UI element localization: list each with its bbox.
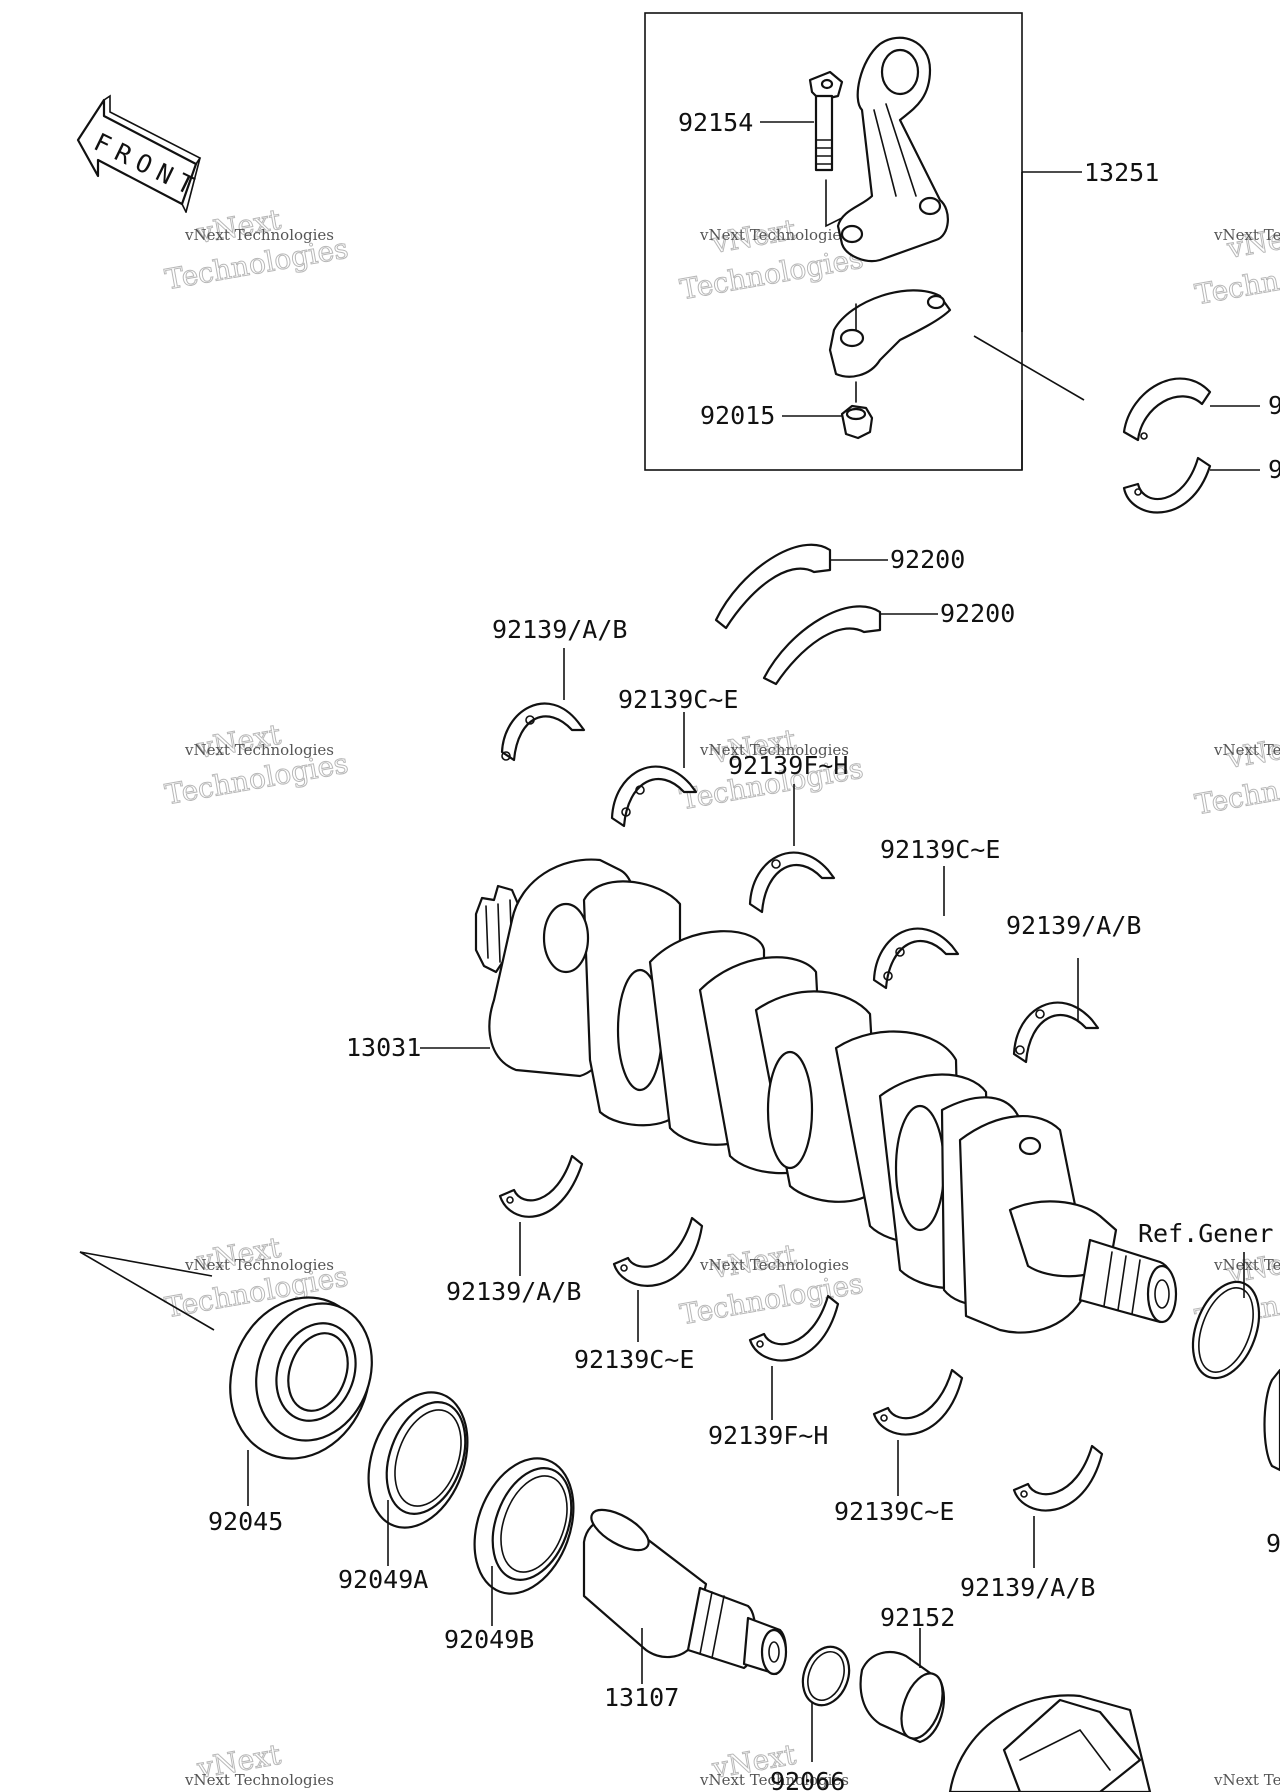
label-edge-top: 9 xyxy=(1268,391,1280,420)
label-92139ab-bottom[interactable]: 92139/A/B xyxy=(960,1573,1095,1602)
leader-rod-bearing xyxy=(973,335,1085,401)
label-92154[interactable]: 92154 xyxy=(678,108,753,137)
output-shaft xyxy=(582,1508,788,1676)
ball-bearing xyxy=(229,1296,373,1460)
label-13251[interactable]: 13251 xyxy=(1084,158,1159,187)
label-92015[interactable]: 92015 xyxy=(700,401,775,430)
watermark-caption-5: vNext Technologies xyxy=(699,741,849,759)
watermark-caption-11: vNext Technologies xyxy=(699,1771,849,1789)
label-92049a[interactable]: 92049A xyxy=(338,1565,428,1594)
label-92152[interactable]: 92152 xyxy=(880,1603,955,1632)
watermark-6: vNext Technologies xyxy=(1192,727,1280,822)
label-92139ab-low[interactable]: 92139/A/B xyxy=(446,1277,581,1306)
main-bearing-lower-2 xyxy=(612,1216,704,1287)
label-13031[interactable]: 13031 xyxy=(346,1033,421,1062)
main-bearing-lower-5 xyxy=(1012,1444,1104,1512)
watermark-caption-1: vNext Technologies xyxy=(184,226,334,244)
connecting-rod-bolt xyxy=(808,70,844,172)
connecting-rod-cap xyxy=(828,289,952,378)
svg-text:Technologies: Technologies xyxy=(677,1267,865,1332)
collar xyxy=(859,1651,945,1744)
label-92139ab-right[interactable]: 92139/A/B xyxy=(1006,911,1141,940)
crankshaft xyxy=(474,858,1178,1334)
right-edge-part xyxy=(1263,1368,1280,1472)
main-bearing-upper-4 xyxy=(872,927,960,990)
main-bearing-upper-2 xyxy=(610,765,698,828)
label-92066[interactable]: 92066 xyxy=(770,1767,845,1792)
watermark-3: vNext Technologies xyxy=(1192,217,1280,312)
rod-bearing-upper xyxy=(1122,377,1212,442)
connecting-rod-assembly xyxy=(644,12,1082,471)
circlip-ring xyxy=(1191,1280,1261,1380)
watermark-8: vNext Technologies xyxy=(677,1237,866,1332)
main-bearing-upper-1 xyxy=(500,702,586,762)
watermark-caption-6: vNext Technologies xyxy=(1213,741,1280,759)
main-bearing-upper-3 xyxy=(748,851,836,914)
label-92200-lower[interactable]: 92200 xyxy=(940,599,1015,628)
label-ref-generator[interactable]: Ref.Gener xyxy=(1138,1219,1273,1248)
thrust-washer-lower xyxy=(762,605,882,686)
label-92139ce-4[interactable]: 92139C~E xyxy=(834,1497,954,1526)
watermark-caption-12: vNext Technologies xyxy=(1213,1771,1280,1789)
leader-92045-ref xyxy=(79,1251,215,1331)
label-edge-mid: 9 xyxy=(1268,455,1280,484)
label-92139fh-top[interactable]: 92139F~H xyxy=(728,751,848,780)
label-92139fh-low[interactable]: 92139F~H xyxy=(708,1421,828,1450)
part-labels: 92154 13251 92015 9 9 92200 92200 92139/… xyxy=(208,108,1280,1792)
front-arrow-icon: FRONT xyxy=(76,94,206,213)
main-bearing-lower-4 xyxy=(872,1368,964,1436)
connecting-rod xyxy=(836,36,949,263)
watermark-caption-4: vNext Technologies xyxy=(184,741,334,759)
generator-rotor xyxy=(948,1694,1152,1792)
watermark-caption-8: vNext Technologies xyxy=(699,1256,849,1274)
watermark-caption-7: vNext Technologies xyxy=(184,1256,334,1274)
label-92139ce-2[interactable]: 92139C~E xyxy=(880,835,1000,864)
main-bearing-upper-5 xyxy=(1012,1001,1100,1064)
label-edge-low: 9 xyxy=(1266,1529,1280,1558)
watermark-caption-9: vNext Technologies xyxy=(1213,1256,1280,1274)
label-92139ce-1[interactable]: 92139C~E xyxy=(618,685,738,714)
label-92045[interactable]: 92045 xyxy=(208,1507,283,1536)
label-92049b[interactable]: 92049B xyxy=(444,1625,534,1654)
main-bearing-lower-1 xyxy=(498,1154,584,1218)
connecting-rod-nut xyxy=(840,404,874,440)
main-bearing-lower-3 xyxy=(748,1294,840,1362)
label-92139ab-top[interactable]: 92139/A/B xyxy=(492,615,627,644)
oil-seal-a xyxy=(367,1391,469,1529)
watermark-caption-2: vNext Technologies xyxy=(699,226,849,244)
label-92139ce-3[interactable]: 92139C~E xyxy=(574,1345,694,1374)
rod-bearing-lower xyxy=(1122,456,1212,514)
label-13107[interactable]: 13107 xyxy=(604,1683,679,1712)
watermark-2: vNext Technologies xyxy=(677,212,866,307)
label-92200-upper[interactable]: 92200 xyxy=(890,545,965,574)
watermark-4: vNext Technologies xyxy=(162,717,351,812)
watermark-caption-10: vNext Technologies xyxy=(184,1771,334,1789)
watermark-caption-3: vNext Technologies xyxy=(1213,226,1280,244)
o-ring xyxy=(801,1645,851,1707)
thrust-washer-upper xyxy=(714,543,832,630)
svg-text:Technologies: Technologies xyxy=(677,242,865,307)
oil-seal-b xyxy=(473,1457,575,1595)
